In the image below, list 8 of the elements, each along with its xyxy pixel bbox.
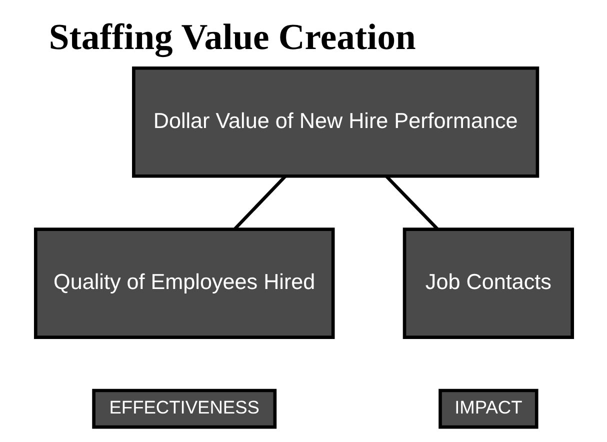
diagram-title: Staffing Value Creation [48, 16, 416, 58]
node-box: Dollar Value of New Hire Performance [132, 66, 539, 178]
node-box: IMPACT [438, 388, 538, 429]
connector [233, 175, 286, 230]
node-box: EFFECTIVENESS [92, 388, 276, 429]
connector [384, 175, 438, 230]
node-box: Quality of Employees Hired [33, 228, 334, 339]
node-box: Job Contacts [402, 228, 574, 339]
